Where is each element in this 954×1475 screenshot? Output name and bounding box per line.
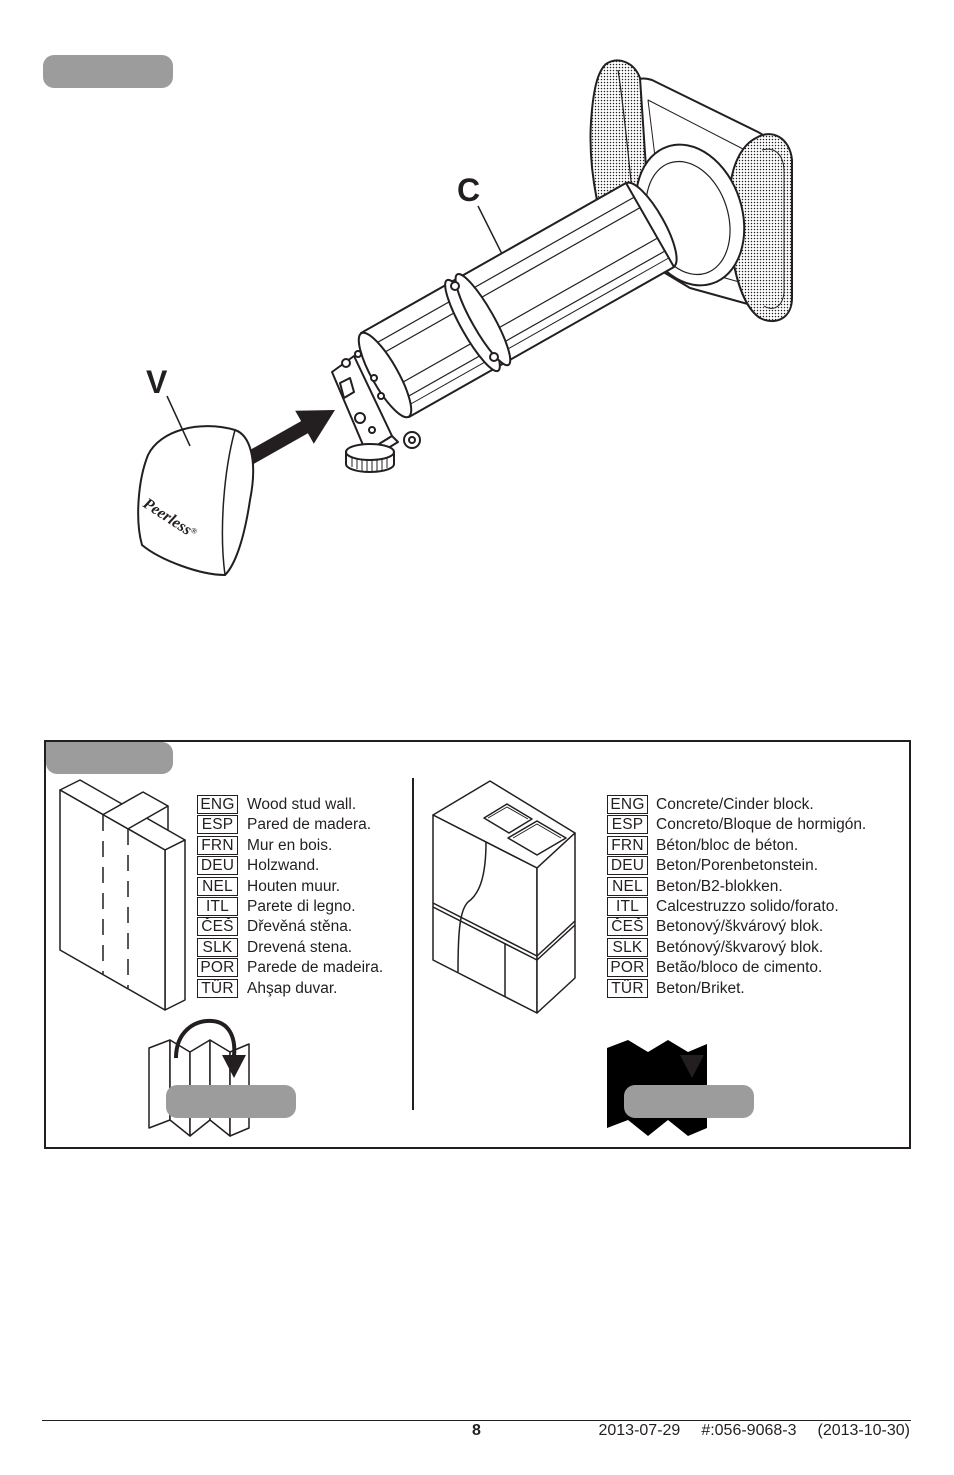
- language-code: TÜR: [607, 978, 648, 998]
- language-code: NEL: [607, 876, 648, 896]
- language-code: FRN: [607, 835, 648, 855]
- language-row: ENG Wood stud wall.: [197, 795, 383, 815]
- wall-type-text: Ahşap duvar.: [247, 979, 338, 997]
- wall-type-text: Parete di legno.: [247, 897, 356, 915]
- wall-type-text: Calcestruzzo solido/forato.: [656, 897, 839, 915]
- footer-rule: [42, 1420, 911, 1421]
- language-code: NEL: [197, 876, 238, 896]
- language-row: TÜR Beton/Briket.: [607, 978, 866, 999]
- wall-type-text: Concrete/Cinder block.: [656, 796, 814, 813]
- wall-type-text: Houten muur.: [247, 877, 341, 895]
- footer-date: 2013-07-29: [598, 1422, 681, 1439]
- wall-type-text: Dřevěná stěna.: [247, 918, 353, 936]
- wall-type-text: Betão/bloco de cimento.: [656, 959, 823, 977]
- language-row: ESP Concreto/Bloque de hormigón.: [607, 815, 866, 835]
- language-code: ČEŠ: [197, 917, 238, 937]
- language-code: DEU: [197, 856, 238, 876]
- language-row: TÜR Ahşap duvar.: [197, 978, 383, 999]
- end-cover: Peerless®: [137, 425, 255, 577]
- footer-revision: (2013-10-30): [817, 1422, 911, 1439]
- wall-type-text: Beton/Briket.: [656, 979, 745, 997]
- wall-type-text: Pared de madera.: [247, 816, 372, 834]
- wall-type-panel: ENG Wood stud wall. ESP Pared de madera.…: [44, 740, 911, 1149]
- footer-doc-number: #:056-9068-3: [701, 1422, 797, 1439]
- language-row: ČEŠ Betonový/škvárový blok.: [607, 917, 866, 937]
- language-row: DEU Holzwand.: [197, 856, 383, 876]
- language-code: ENG: [607, 795, 648, 814]
- language-code: ITL: [197, 896, 238, 916]
- concrete-wall-language-list: ENG Concrete/Cinder block. ESP Concreto/…: [607, 795, 866, 999]
- wall-type-text: Beton/Porenbetonstein.: [656, 857, 819, 875]
- arrow-icon: [239, 410, 335, 469]
- wall-type-text: Wood stud wall.: [247, 796, 357, 813]
- language-code: ESP: [197, 815, 238, 835]
- callout-c: C: [457, 172, 480, 208]
- wall-type-text: Betónový/škvarový blok.: [656, 938, 824, 956]
- callout-v: V: [146, 364, 168, 400]
- right-grille: [728, 133, 793, 323]
- wood-stud-wall-drawing: [59, 779, 186, 1011]
- language-code: FRN: [197, 835, 238, 855]
- language-row: NEL Houten muur.: [197, 876, 383, 897]
- language-code: TÜR: [197, 978, 238, 998]
- language-row: ČEŠ Dřevěná stěna.: [197, 917, 383, 937]
- language-row: ESP Pared de madera.: [197, 815, 383, 835]
- panel-label-pill: [46, 742, 173, 774]
- language-row: POR Parede de madeira.: [197, 958, 383, 978]
- language-row: DEU Beton/Porenbetonstein.: [607, 856, 866, 876]
- wall-type-text: Betonový/škvárový blok.: [656, 918, 824, 936]
- language-row: SLK Betónový/škvarový blok.: [607, 937, 866, 958]
- wall-type-text: Béton/bloc de béton.: [656, 836, 799, 854]
- end-bracket: [331, 350, 421, 473]
- language-row: ITL Calcestruzzo solido/forato.: [607, 896, 866, 917]
- extension-tube: [357, 181, 678, 419]
- page-reference-pill: [166, 1085, 296, 1118]
- language-code: DEU: [607, 856, 648, 876]
- language-code: POR: [607, 958, 648, 978]
- wall-type-text: Beton/B2-blokken.: [656, 877, 783, 895]
- wall-type-text: Parede de madeira.: [247, 959, 384, 977]
- page-number: 8: [472, 1422, 481, 1439]
- language-row: ENG Concrete/Cinder block.: [607, 795, 866, 815]
- language-code: SLK: [197, 937, 238, 957]
- wall-type-text: Drevená stena.: [247, 938, 353, 956]
- wall-type-text: Concreto/Bloque de hormigón.: [656, 816, 867, 834]
- mount-illustration: Peerless® C V: [137, 59, 793, 577]
- wall-type-text: Mur en bois.: [247, 836, 333, 854]
- language-row: FRN Mur en bois.: [197, 835, 383, 856]
- language-code: ENG: [197, 795, 238, 814]
- language-row: SLK Drevená stena.: [197, 937, 383, 958]
- page-turn-icon: [605, 1018, 709, 1138]
- footer-meta: 2013-07-29 #:056-9068-3 (2013-10-30): [598, 1422, 910, 1440]
- page-turn-icon: [148, 1018, 250, 1137]
- language-row: NEL Beton/B2-blokken.: [607, 876, 866, 897]
- language-code: ITL: [607, 896, 648, 916]
- language-row: FRN Béton/bloc de béton.: [607, 835, 866, 856]
- language-row: ITL Parete di legno.: [197, 896, 383, 917]
- language-code: ČEŠ: [607, 917, 648, 937]
- language-row: POR Betão/bloco de cimento.: [607, 958, 866, 978]
- page-reference-pill: [624, 1085, 754, 1118]
- language-code: POR: [197, 958, 238, 978]
- step-label-pill: [43, 55, 173, 88]
- column-divider: [412, 778, 414, 1110]
- wall-type-text: Holzwand.: [247, 857, 320, 875]
- concrete-block-drawing: [432, 780, 576, 1014]
- wood-wall-language-list: ENG Wood stud wall. ESP Pared de madera.…: [197, 795, 383, 999]
- language-code: SLK: [607, 937, 648, 957]
- language-code: ESP: [607, 815, 648, 835]
